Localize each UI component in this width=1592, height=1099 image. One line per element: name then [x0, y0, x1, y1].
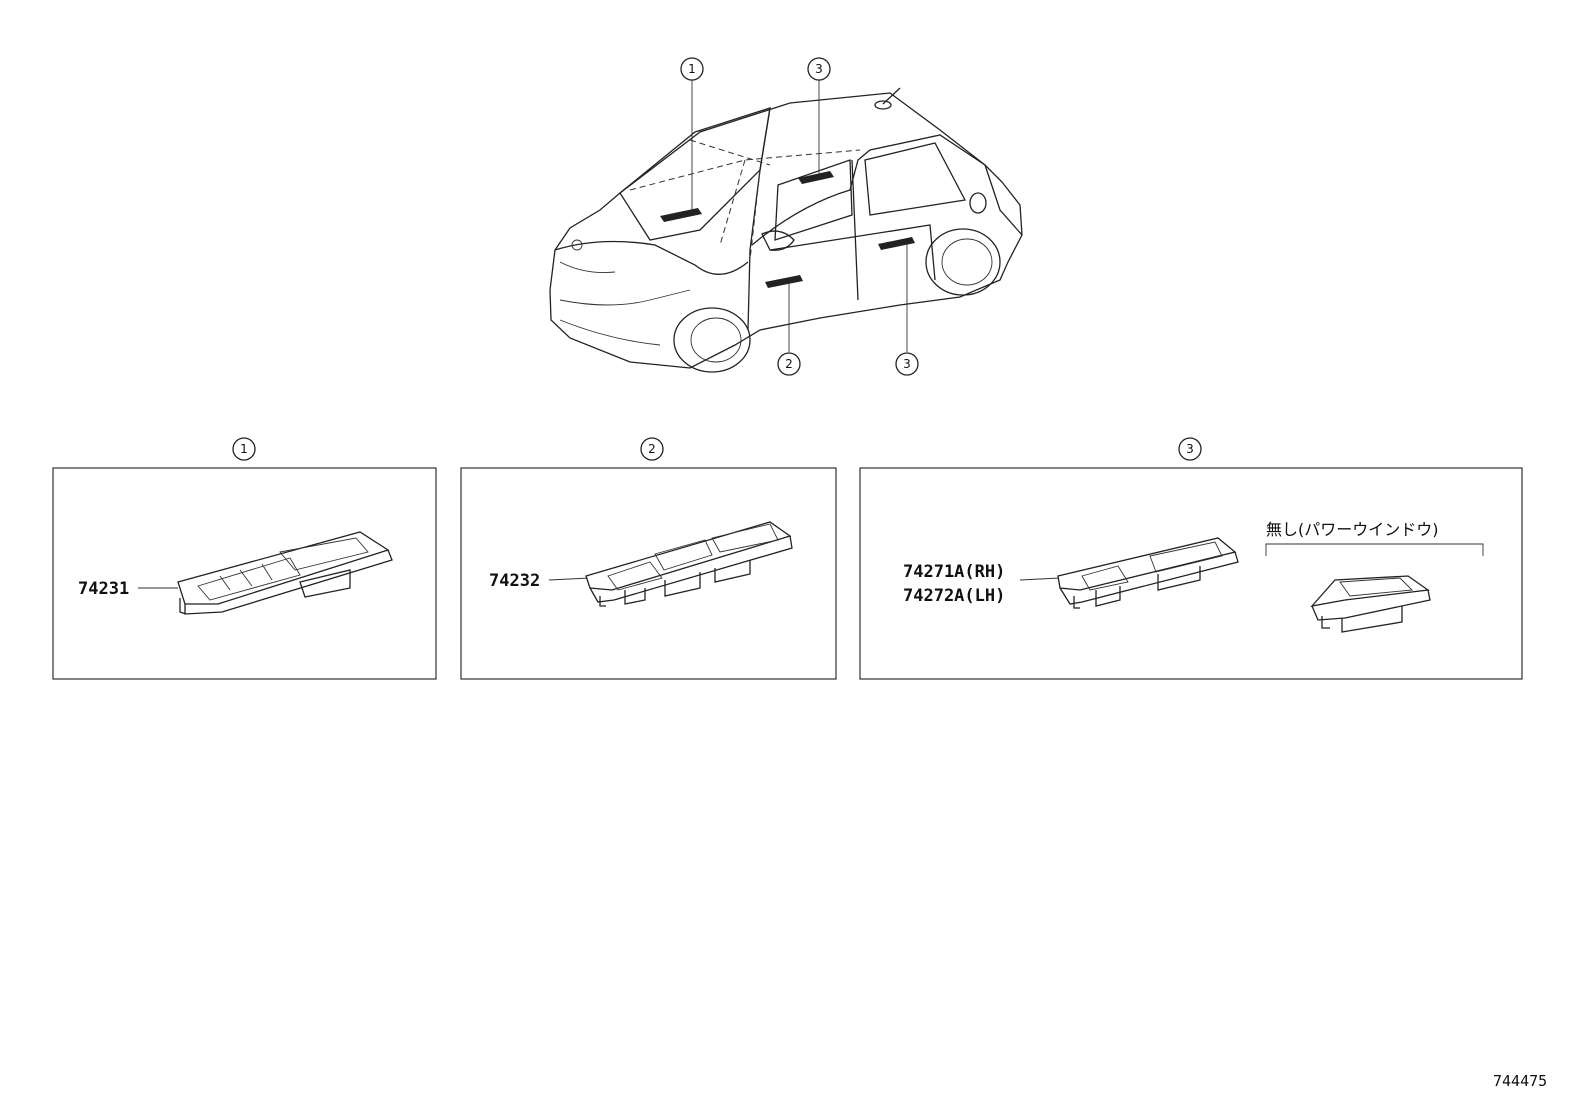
diagram-id: 744475	[1493, 1072, 1547, 1090]
car-overview-drawing	[549, 80, 1023, 373]
callout-3-bottom: 3	[895, 352, 919, 376]
panel-1: 1 74231	[52, 437, 437, 680]
part-74271A-label: 74271A(RH)	[903, 562, 1005, 582]
panel-2-frame	[460, 467, 837, 680]
note-bracket	[1265, 543, 1484, 556]
callout-2-bottom-label: 2	[785, 357, 793, 371]
panel-3: 3 74271A(RH) 74272A(LH) 無し(パワーウインドウ)	[859, 437, 1523, 680]
callout-2-bottom: 2	[777, 352, 801, 376]
part-74272A-label: 74272A(LH)	[903, 586, 1005, 606]
window-switch-bezel-1	[177, 531, 393, 615]
window-switch-bezel-2	[585, 521, 793, 607]
callout-1-top-label: 1	[688, 62, 696, 76]
callout-3-circle	[1178, 437, 1202, 461]
part-74232-label: 74232	[489, 571, 540, 591]
panel-3-callout: 3	[1186, 442, 1194, 456]
part-74231-label: 74231	[78, 579, 129, 599]
callout-1-top: 1	[680, 57, 704, 81]
panel-2-callout: 2	[648, 442, 656, 456]
window-switch-bezel-3	[1057, 537, 1239, 609]
callout-3-bottom-label: 3	[903, 357, 911, 371]
callout-1-circle	[232, 437, 256, 461]
panel-2: 2 74232	[460, 437, 837, 680]
callout-2-circle	[640, 437, 664, 461]
panel-3-frame	[859, 467, 1523, 680]
panel-1-frame	[52, 467, 437, 680]
panel-1-callout: 1	[240, 442, 248, 456]
callout-3-top: 3	[807, 57, 831, 81]
window-switch-bezel-plain	[1310, 575, 1431, 633]
no-power-window-note: 無し(パワーウインドウ)	[1266, 520, 1439, 539]
callout-3-top-label: 3	[815, 62, 823, 76]
